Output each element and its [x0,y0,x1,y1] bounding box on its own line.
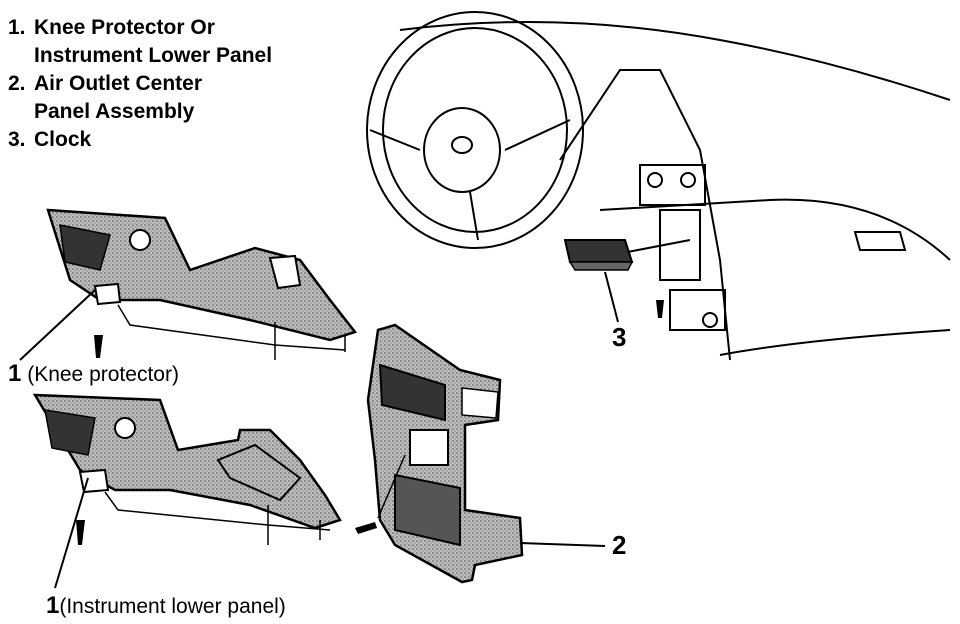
screw-knee [94,335,103,358]
glovebox-handle [853,231,907,251]
legend-item-3: 3. Clock [8,126,272,154]
callout-air-outlet-panel: 2 [612,530,626,561]
legend-text: Instrument Lower Panel [34,44,273,67]
callout-number: 2 [612,530,627,560]
callout-instrument-lower-panel: 1(Instrument lower panel) [46,592,286,620]
screw-panel [355,522,377,534]
callout-number: 1 [8,360,22,387]
dashboard-outline [399,21,951,361]
legend-item-2: 2. Air Outlet Center [8,70,272,98]
legend-text: Air Outlet Center [34,72,203,95]
knee-leader-line [19,289,96,361]
instrument-lower-panel-part [32,393,342,589]
legend-item-2-continued: Panel Assembly [8,98,272,126]
screw-clock [656,300,664,318]
legend-number: 2. [8,72,26,95]
air-outlet-panel-part [366,323,606,584]
callout-clock: 3 [612,322,626,353]
callout-label: (Instrument lower panel) [59,595,286,618]
legend-number: 3. [8,128,26,151]
lower-panel-leader-line [54,477,89,589]
parts-legend: 1. Knee Protector Or Instrument Lower Pan… [8,14,272,154]
screw-lower-panel [76,520,85,545]
callout-knee-protector: 1 (Knee protector) [8,360,179,388]
legend-item-1-continued: Instrument Lower Panel [8,42,272,70]
legend-number: 1. [8,16,26,39]
steering-wheel [366,11,584,249]
legend-item-1: 1. Knee Protector Or [8,14,272,42]
callout-number: 1 [46,592,60,619]
legend-text: Clock [34,128,92,151]
knee-protector-part [19,208,358,361]
panel-leader-line [519,542,606,547]
legend-text: Knee Protector Or [34,16,215,39]
legend-text: Panel Assembly [34,100,195,123]
dashboard-illustration [366,11,951,361]
clock-unit [563,239,634,323]
clock-leader-line [604,271,619,323]
callout-label: (Knee protector) [27,363,179,386]
callout-number: 3 [612,322,627,352]
